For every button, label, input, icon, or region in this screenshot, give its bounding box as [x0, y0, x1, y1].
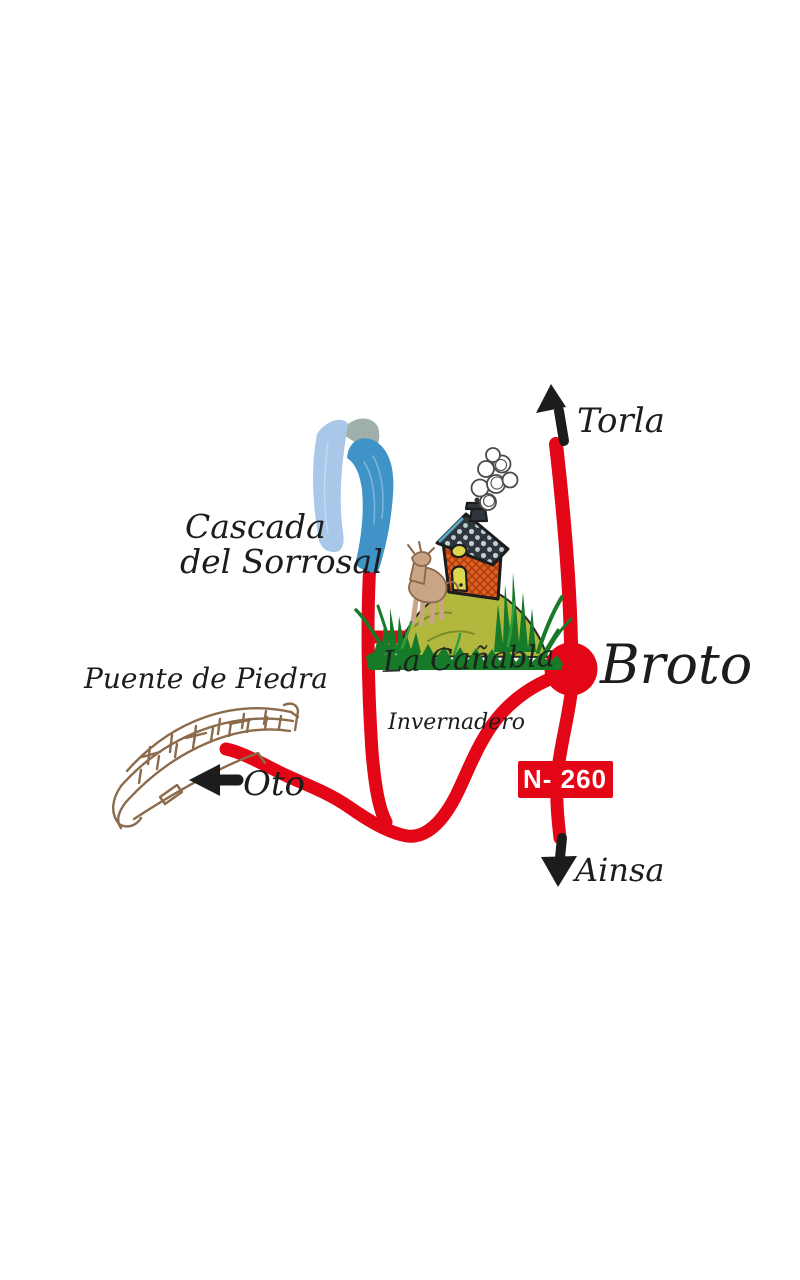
- road-access-cascada: [361, 541, 393, 829]
- gable-window: [450, 543, 468, 559]
- road-sign-n260: N- 260: [518, 761, 613, 798]
- arrow-down-shaft: [555, 833, 567, 863]
- door-knob: [459, 583, 463, 587]
- roof-eave-accent: [438, 517, 464, 543]
- broto-label: Broto: [599, 633, 752, 696]
- waterfall-light-texture: [323, 441, 329, 534]
- torla-arrow: [536, 384, 569, 446]
- ainsa-label: Ainsa: [572, 851, 664, 889]
- goat-head: [411, 551, 432, 567]
- oto-arrow: [189, 764, 244, 796]
- oto-label: Oto: [243, 764, 305, 804]
- arrow-down-icon: [541, 856, 577, 887]
- cascada-label-line1: Cascada: [185, 507, 326, 546]
- puente-label: Puente de Piedra: [83, 662, 328, 695]
- chimney-smoke: [470, 447, 519, 511]
- road-sign-label: N- 260: [523, 764, 607, 794]
- goat-tail: [445, 580, 459, 589]
- waterfall-dark-texture-1: [363, 461, 376, 525]
- grass-band-front: [366, 636, 563, 670]
- waterfall-light-ribbon: [313, 419, 348, 552]
- labels: Cascada del Sorrosal Puente de Piedra Ot…: [83, 401, 752, 889]
- place-label: La Cañabla: [381, 639, 555, 680]
- arrow-left-icon: [189, 764, 220, 796]
- house-illustration: [354, 447, 573, 670]
- arrow-up-shaft: [554, 406, 569, 446]
- arrow-up-icon: [536, 384, 566, 413]
- waterfall-dark-ribbon: [347, 438, 394, 573]
- cascada-label-line2: del Sorrosal: [180, 542, 383, 581]
- invernadero-label: Invernadero: [387, 710, 525, 735]
- front-door: [450, 565, 469, 593]
- broto-junction-dot: [544, 642, 598, 696]
- road-to-torla: [549, 437, 578, 652]
- chimney-finial: [474, 497, 480, 503]
- torla-label: Torla: [577, 401, 665, 441]
- goat: [407, 541, 459, 627]
- ainsa-arrow: [541, 833, 577, 887]
- waterfall-dark-texture-2: [372, 455, 384, 519]
- grass-tuft-right: [494, 572, 536, 652]
- road-sign-plate: [518, 761, 613, 798]
- grass: [354, 572, 573, 670]
- waterfall-illustration: [313, 418, 394, 573]
- road-to-oto: [219, 671, 559, 843]
- goat-horns: [407, 541, 435, 555]
